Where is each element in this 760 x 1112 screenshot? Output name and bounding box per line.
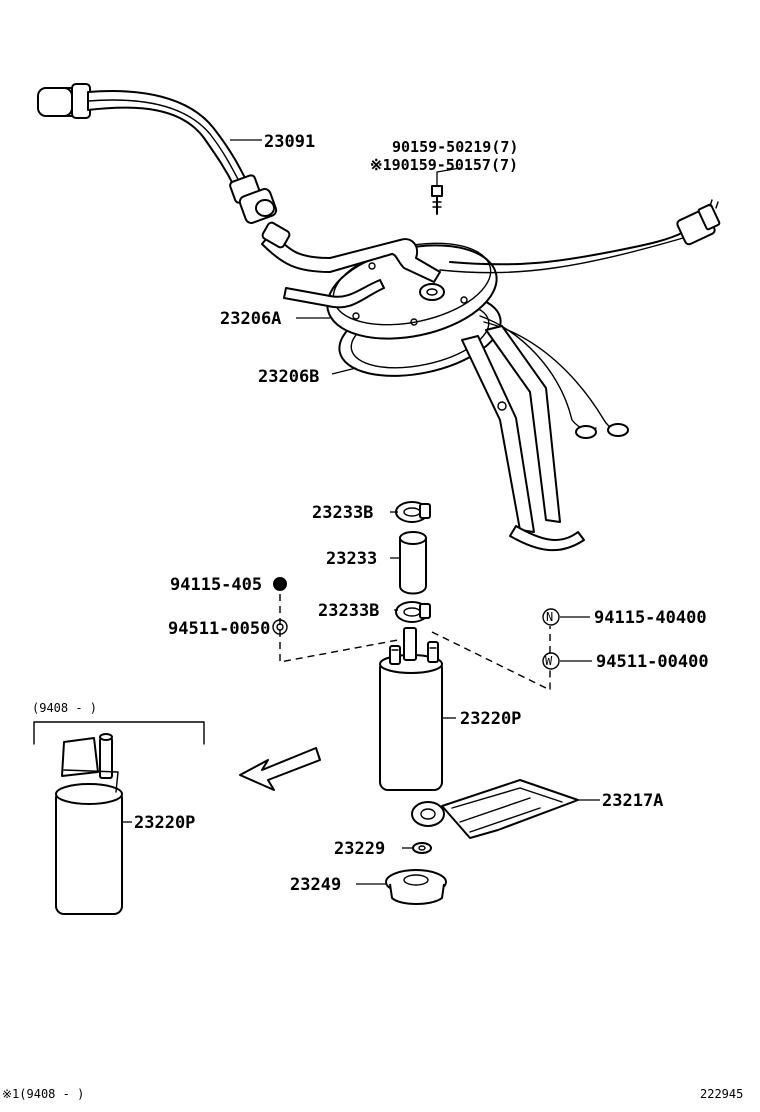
label-94115-405: 94115-405 — [170, 575, 262, 595]
marker-n-icon: N — [542, 608, 560, 626]
label-94115-40400: 94115-40400 — [594, 608, 707, 628]
leader-lines — [122, 139, 600, 885]
label-23233: 23233 — [326, 549, 377, 569]
label-23091: 23091 — [264, 132, 315, 152]
label-23206a: 23206A — [220, 309, 281, 329]
label-23229: 23229 — [334, 839, 385, 859]
washer-23229[interactable] — [412, 842, 432, 854]
inset-bracket — [33, 721, 205, 745]
label-94511-00400: 94511-00400 — [596, 652, 709, 672]
cushion-23249[interactable] — [385, 869, 447, 905]
nut-icon[interactable] — [273, 577, 287, 591]
footnote: ※1(9408 - ) — [2, 1087, 84, 1101]
hose-23233[interactable] — [399, 531, 427, 595]
svg-text:N: N — [546, 610, 553, 624]
label-bolt-1: 90159-50219(7) — [392, 138, 518, 156]
label-23233b-bottom: 23233B — [318, 601, 379, 621]
label-23249: 23249 — [290, 875, 341, 895]
inset-date-range: (9408 - ) — [32, 701, 97, 715]
clamp-23233b-bottom[interactable] — [395, 601, 431, 623]
pump-bracket-assembly[interactable] — [261, 199, 721, 552]
filter-23217a[interactable] — [411, 779, 579, 839]
diagram-number: 222945 — [700, 1087, 743, 1101]
label-23217a: 23217A — [602, 791, 663, 811]
label-23206b: 23206B — [258, 367, 319, 387]
label-23233b-top: 23233B — [312, 503, 373, 523]
label-23220p-main: 23220P — [460, 709, 521, 729]
label-94511-0050: 94511-0050 — [168, 619, 270, 639]
marker-w-icon: W — [542, 652, 560, 670]
fuel-hose-23091[interactable] — [37, 83, 278, 225]
dashed-link-right — [431, 631, 551, 692]
fuel-pump-23220p-alt[interactable] — [55, 733, 123, 915]
fuel-pump-23220p[interactable] — [379, 627, 443, 791]
bolt-icon[interactable] — [431, 185, 443, 215]
label-bolt-2: ※190159-50157(7) — [370, 156, 518, 174]
clamp-23233b-top[interactable] — [395, 501, 431, 523]
svg-text:W: W — [545, 654, 553, 668]
arrow-icon — [239, 747, 321, 791]
dashed-link-left — [279, 594, 399, 663]
label-23220p-alt: 23220P — [134, 813, 195, 833]
